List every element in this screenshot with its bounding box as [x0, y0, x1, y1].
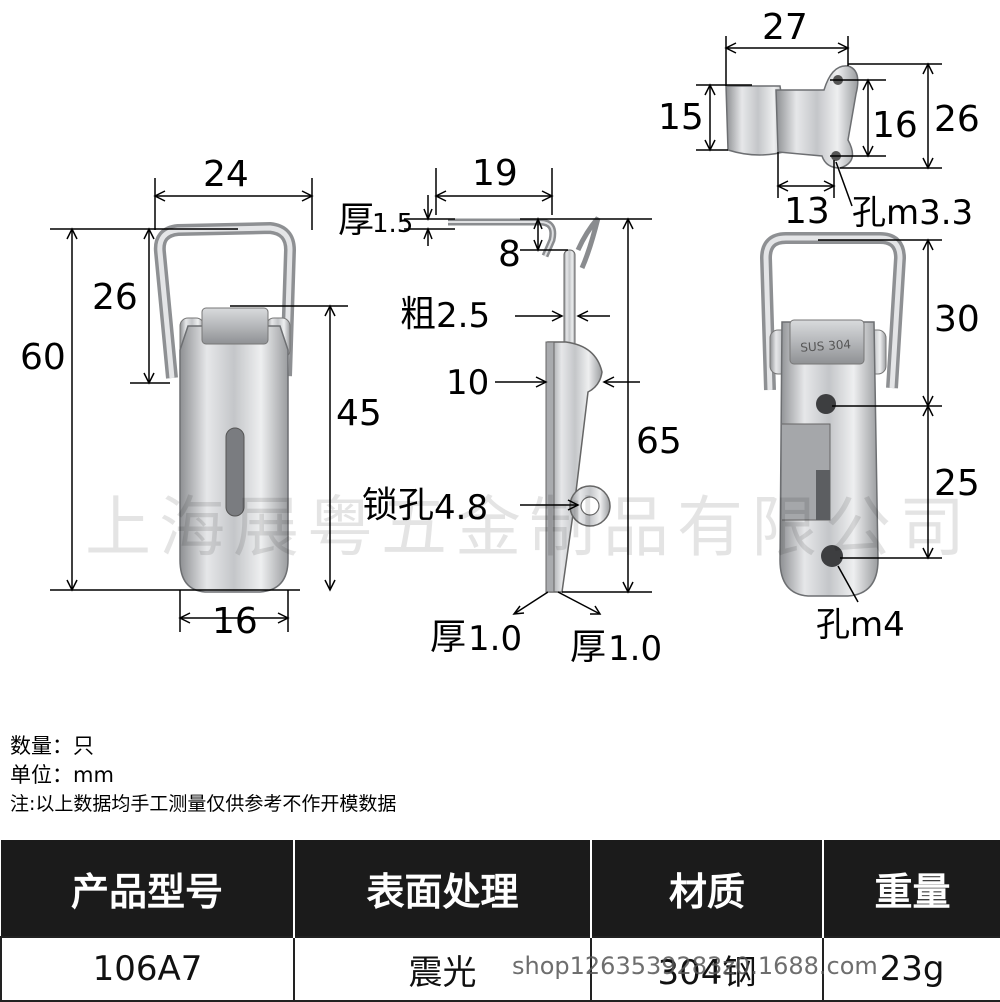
dim-side-hook-width: 19 — [472, 153, 518, 194]
note-disclaimer: 注:以上数据均手工测量仅供参考不作开模数据 — [10, 793, 397, 815]
dim-side-wire-thickness: 2.5 — [436, 296, 491, 336]
dim-side-thickness-right: 1.0 — [608, 629, 663, 669]
dim-front-loop-height: 26 — [92, 277, 138, 318]
dim-back-lower-spacing: 25 — [934, 463, 980, 504]
side-view-dimensions — [404, 168, 652, 615]
header-model: 产品型号 — [1, 840, 294, 937]
technical-drawing: SUS 304 — [50, 36, 942, 632]
value-material: 304钢 — [590, 936, 824, 1002]
label-thick-left: 厚 — [430, 617, 467, 658]
keeper-dimensions — [696, 36, 942, 207]
note-unit: 单位：mm — [10, 763, 114, 787]
dim-front-total-height: 60 — [20, 337, 66, 378]
dim-keeper-base-width: 13 — [784, 191, 830, 232]
dim-front-width-top: 24 — [203, 154, 249, 195]
dim-keeper-hole: 孔m3.3 — [852, 193, 974, 233]
note-quantity: 数量：只 — [10, 734, 94, 758]
dim-keeper-total-height: 26 — [934, 99, 980, 140]
dim-back-hole: 孔m4 — [816, 605, 905, 645]
dim-back-loop-height: 30 — [934, 299, 980, 340]
keeper-view — [725, 65, 859, 169]
header-weight: 重量 — [822, 840, 1000, 937]
value-model: 106A7 — [0, 936, 295, 1002]
dim-front-body-height: 45 — [336, 393, 382, 434]
label-thick-right: 厚 — [570, 627, 607, 668]
dim-keeper-tab-height: 15 — [658, 97, 704, 138]
dim-front-base-width: 16 — [212, 601, 258, 642]
dim-keeper-hole-spacing: 16 — [872, 105, 918, 146]
dim-side-lock-hole: 4.8 — [434, 488, 489, 528]
spec-table: 产品型号 表面处理 材质 重量 106A7 震光 304钢 23g — [0, 840, 1000, 1002]
side-view-latch — [448, 216, 611, 593]
steel-stamp: SUS 304 — [800, 337, 852, 355]
dim-side-total-height: 65 — [636, 421, 682, 462]
dim-keeper-width: 27 — [762, 7, 808, 48]
front-view-latch — [153, 221, 297, 593]
front-view-dimensions — [50, 178, 348, 632]
label-lock-hole: 锁孔 — [362, 485, 435, 526]
dim-side-thickness-left: 1.0 — [468, 619, 523, 659]
dim-side-body-depth: 10 — [446, 363, 490, 403]
watermark: 上海展粤五金制品有限公司 — [85, 489, 973, 566]
label-wire: 粗 — [400, 294, 437, 335]
dim-side-thickness-top: 1.5 — [372, 209, 414, 239]
label-thick-top: 厚 — [338, 200, 375, 241]
header-surface: 表面处理 — [293, 840, 591, 937]
dim-side-hook-depth: 8 — [498, 234, 521, 275]
header-material: 材质 — [590, 840, 823, 937]
back-view-dimensions — [818, 238, 942, 603]
spec-header-row: 产品型号 表面处理 材质 重量 — [1, 840, 1000, 937]
notes-block: 数量：只 单位：mm 注:以上数据均手工测量仅供参考不作开模数据 — [10, 732, 396, 819]
shop-url-watermark: shop1263539283z0.1688.com — [512, 952, 878, 980]
spec-value-row: 106A7 震光 304钢 23g — [0, 936, 1000, 1002]
back-view-latch: SUS 304 — [759, 232, 907, 597]
